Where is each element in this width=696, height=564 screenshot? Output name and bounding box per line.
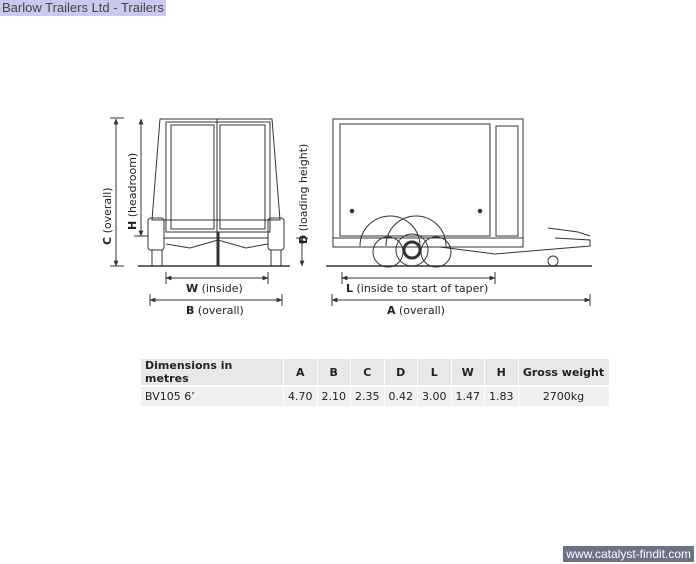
- cell-l: 3.00: [417, 385, 452, 406]
- window-title: Barlow Trailers Ltd - Trailers: [0, 0, 166, 16]
- table-row: BV105 6’ 4.70 2.10 2.35 0.42 3.00 1.47 1…: [141, 385, 610, 406]
- cell-w: 1.47: [451, 385, 485, 406]
- header-cell: W: [451, 359, 485, 386]
- header-cell: Dimensions in metres: [141, 359, 284, 386]
- model-cell: BV105 6’: [141, 385, 284, 406]
- table-header-row: Dimensions in metres A B C D L W H Gross…: [141, 359, 610, 386]
- header-cell: C: [350, 359, 385, 386]
- label-a-overall: A (overall): [387, 304, 445, 317]
- label-c-overall: C (overall): [101, 187, 114, 245]
- label-h-headroom: H (headroom): [126, 153, 139, 230]
- dimensions-table: Dimensions in metres A B C D L W H Gross…: [141, 359, 610, 406]
- header-cell: A: [283, 359, 318, 386]
- cell-gross-weight: 2700kg: [518, 385, 610, 406]
- header-cell: D: [384, 359, 418, 386]
- cell-d: 0.42: [384, 385, 418, 406]
- label-w-inside: W (inside): [186, 282, 243, 295]
- watermark-link[interactable]: www.catalyst-findit.com: [563, 546, 694, 562]
- header-cell: L: [417, 359, 452, 386]
- header-cell: Gross weight: [518, 359, 610, 386]
- cell-b: 2.10: [317, 385, 351, 406]
- label-b-overall: B (overall): [186, 304, 244, 317]
- cell-h: 1.83: [484, 385, 519, 406]
- label-d-loading-height: D (loading height): [297, 144, 310, 244]
- label-l-inside-to-taper: L (inside to start of taper): [346, 282, 488, 295]
- side-view: [296, 118, 592, 306]
- cell-c: 2.35: [350, 385, 385, 406]
- header-cell: H: [484, 359, 519, 386]
- cell-a: 4.70: [283, 385, 318, 406]
- header-cell: B: [317, 359, 351, 386]
- rear-view: [110, 117, 290, 306]
